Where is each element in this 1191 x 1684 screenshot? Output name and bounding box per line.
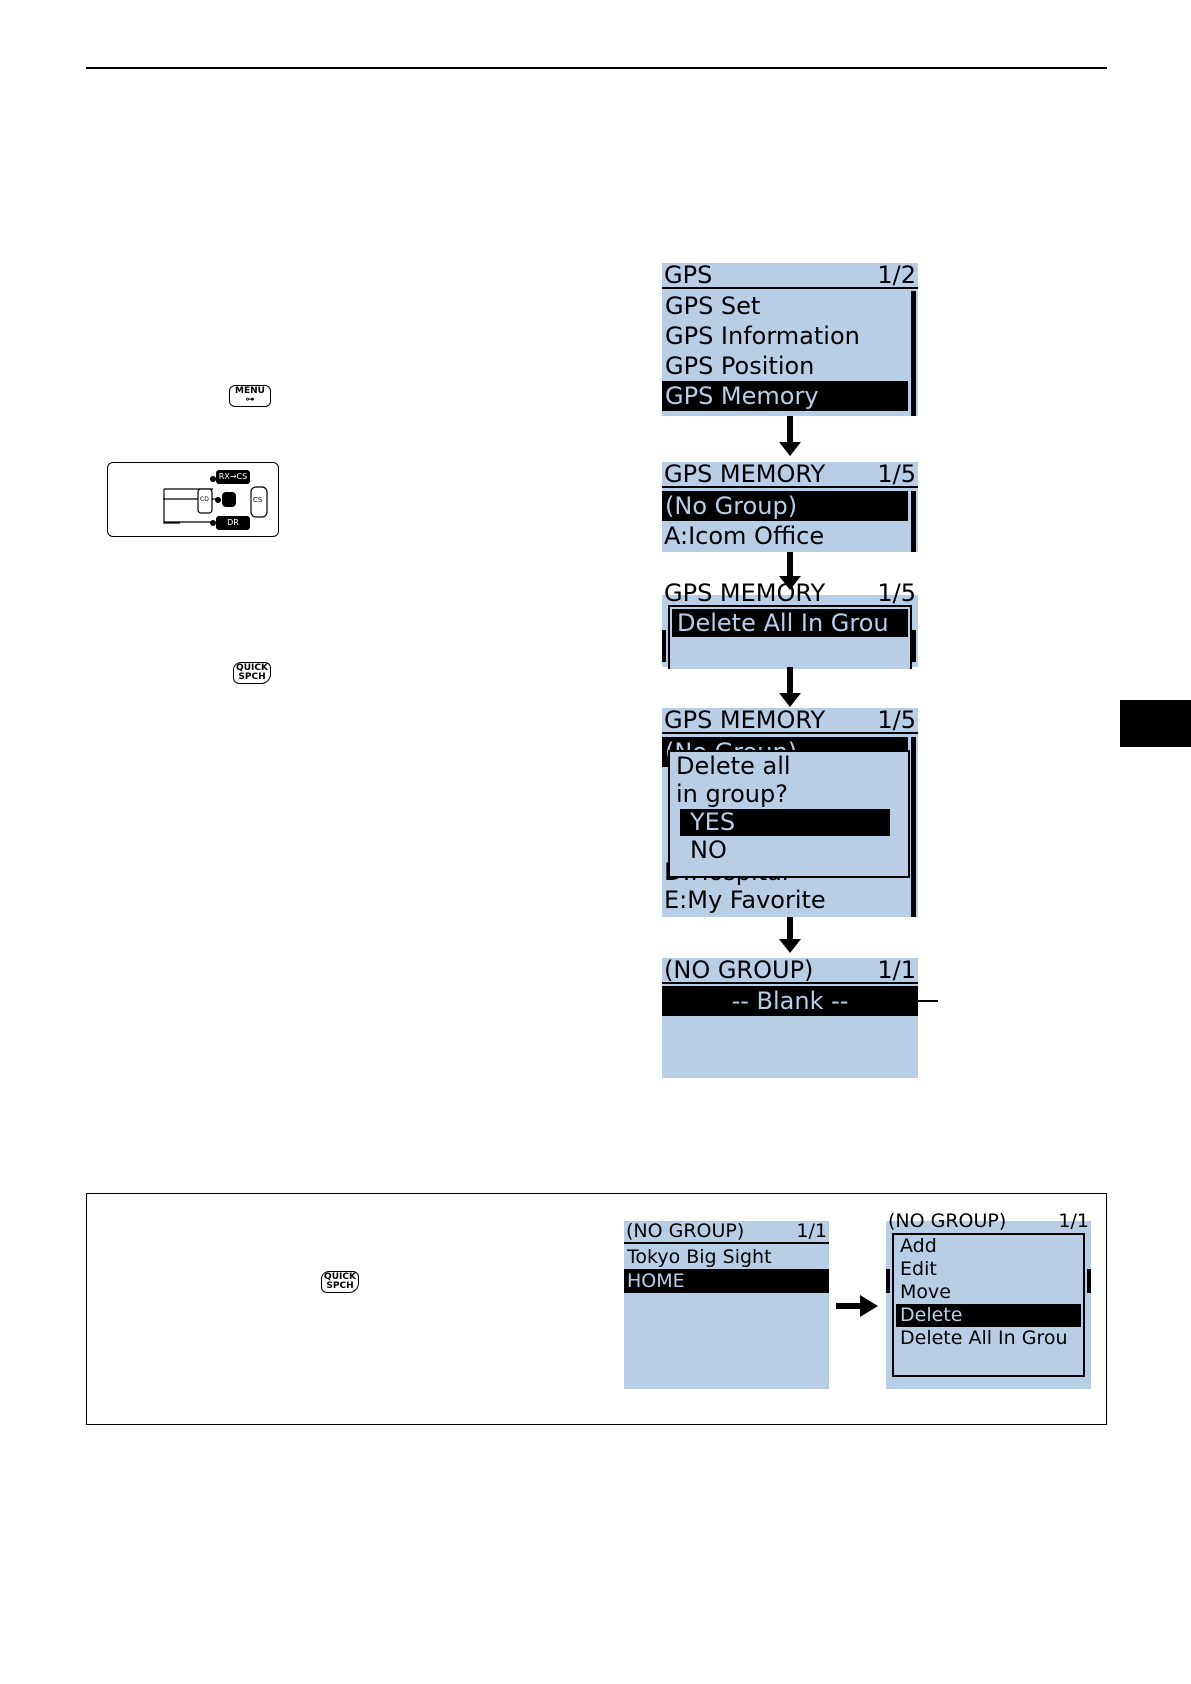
screen-page: 1/5 [877,706,916,734]
screen-page: 1/5 [877,460,916,488]
header-rule [86,67,1107,69]
quick-key-label-2: SPCH [326,1281,354,1291]
dr-key: DR [216,516,250,530]
screen-header: (NO GROUP) 1/1 [624,1221,829,1244]
screen-title: (NO GROUP) [888,1210,1007,1232]
screen-title: GPS MEMORY [664,460,826,488]
screen-title: (NO GROUP) [626,1220,745,1242]
lcd-screen-gps: GPS 1/2 GPS Set GPS Information GPS Posi… [662,263,918,416]
menu-item-delete-selected[interactable]: Delete [896,1304,1081,1327]
quick-key-label: QUICK [236,663,268,673]
screen-header-partial: (NO GROUP) 1/1 [886,1211,1091,1232]
cd-key-label: CD [200,496,209,503]
popup-menu: Delete All In Grou [668,605,912,669]
screen-title: (NO GROUP) [664,956,814,984]
lcd-screen-note-a: (NO GROUP) 1/1 Tokyo Big Sight HOME [624,1221,829,1389]
group-item[interactable]: E:My Favorite [664,886,826,914]
screen-title: GPS MEMORY [664,706,826,734]
menu-item-delete-all[interactable]: Delete All In Grou [900,1327,1068,1349]
right-arrow-icon [836,1295,878,1317]
scrollbar[interactable] [911,630,916,662]
memory-item-selected[interactable]: HOME [624,1269,829,1293]
menu-item[interactable]: GPS Information [665,322,860,350]
left-edge-bar [886,1269,890,1293]
menu-item-move[interactable]: Move [900,1281,951,1303]
note-box [86,1193,1107,1425]
memory-item[interactable]: Tokyo Big Sight [627,1246,772,1268]
keypad-lines [163,476,268,526]
screen-header: GPS MEMORY 1/5 [662,708,918,734]
blank-row: -- Blank -- [662,986,918,1016]
quick-key-label: QUICK [324,1272,356,1282]
lcd-screen-confirm: GPS MEMORY 1/5 (No Group) D:Hospital E:M… [662,708,918,917]
lcd-screen-note-b: (NO GROUP) 1/1 Add Edit Move Delete Dele… [886,1211,1091,1389]
lcd-screen-delete-popup: GPS MEMORY 1/5 Delete All In Grou [662,581,918,669]
menu-key-glyph: ⊶ [245,395,255,405]
left-edge-bar [662,630,666,662]
yes-option[interactable]: YES [680,809,890,836]
group-item-selected[interactable]: (No Group) [662,491,908,521]
screen-header: GPS MEMORY 1/5 [662,462,918,488]
pointer-arrow-icon [877,991,938,1011]
menu-item-add[interactable]: Add [900,1235,937,1257]
group-item[interactable]: A:Icom Office [664,522,825,550]
screen-page: 1/1 [1058,1210,1089,1232]
quick-key-label-2: SPCH [238,672,266,682]
keypad-diagram: RX→CS DR CD CS [107,462,279,537]
popup-item-selected[interactable]: Delete All In Grou [672,609,908,637]
scrollbar[interactable] [911,291,916,416]
dialog-text: in group? [676,780,788,808]
popup-menu: Add Edit Move Delete Delete All In Grou [892,1233,1085,1377]
lcd-screen-gps-memory: GPS MEMORY 1/5 (No Group) A:Icom Office [662,462,918,552]
menu-key-icon: MENU ⊶ [229,385,271,407]
rx-cs-key: RX→CS [216,470,250,484]
menu-item-edit[interactable]: Edit [900,1258,937,1280]
screen-title: GPS [664,261,713,289]
screen-page: 1/1 [877,956,916,984]
screen-header: GPS 1/2 [662,263,918,289]
right-edge-bar [1087,1269,1091,1293]
screen-page: 1/5 [877,579,916,607]
dialog-text: Delete all [676,752,791,780]
menu-item[interactable]: GPS Set [665,292,761,320]
confirm-dialog: Delete all in group? YES NO [668,750,910,878]
screen-page: 1/2 [877,261,916,289]
section-tab [1120,700,1191,747]
menu-item[interactable]: GPS Position [665,352,815,380]
cs-key-label: CS [253,496,263,504]
screen-header: (NO GROUP) 1/1 [662,958,918,984]
scrollbar[interactable] [911,737,916,917]
screen-header-partial: GPS MEMORY 1/5 [662,581,918,605]
screen-title: GPS MEMORY [664,579,826,607]
menu-key-label: MENU [235,386,265,396]
quick-key-icon: QUICK SPCH [233,662,271,684]
no-option[interactable]: NO [690,836,727,864]
menu-item-selected[interactable]: GPS Memory [662,381,908,411]
quick-key-icon: QUICK SPCH [321,1271,359,1293]
lcd-screen-no-group: (NO GROUP) 1/1 -- Blank -- [662,958,918,1078]
screen-page: 1/1 [796,1220,827,1242]
scrollbar[interactable] [911,491,916,552]
